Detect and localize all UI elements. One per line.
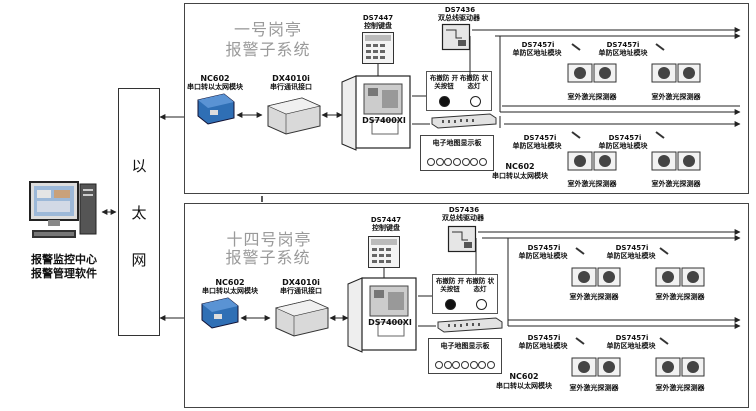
- subsystem-top-title-2: 报警子系统: [225, 40, 311, 59]
- ds7400xi-top-rack-icon: [430, 113, 498, 129]
- nc602-top-model: NC602: [200, 74, 230, 83]
- laser-detector-bottom-4-label: 室外激光探测器: [655, 384, 705, 392]
- laser-detector-top-2-label: 室外激光探测器: [651, 93, 701, 101]
- arm-switch-button-top[interactable]: [439, 96, 450, 107]
- ds7447-top-desc: 控制键盘: [364, 22, 392, 30]
- ds7400xi-bottom-rack-icon: [436, 317, 504, 333]
- ds7436-top-desc: 双总线驱动器: [438, 14, 480, 22]
- arm-status-light-top: [470, 96, 481, 107]
- module-top-2-model: DS7457i: [606, 41, 640, 49]
- nc602-bottom-desc: 串口转以太网模块: [202, 287, 258, 295]
- nc602-bottom-model: NC602: [215, 278, 245, 287]
- laser-detector-bottom-1-icon: [571, 244, 622, 288]
- laser-detector-top-1-icon: [567, 40, 618, 84]
- arm-switch-button-bottom[interactable]: [445, 299, 456, 310]
- ds7436-top-model: DS7436: [444, 6, 476, 14]
- module-bottom-3-model: DS7457i: [527, 334, 561, 342]
- laser-detector-bottom-1-label: 室外激光探测器: [569, 293, 619, 301]
- dx4010i-bottom-desc: 串行通讯接口: [280, 287, 322, 295]
- dx4010i-bottom-device-icon: [272, 296, 330, 338]
- ds7447-top-keypad-icon: [362, 32, 394, 64]
- laser-detector-bottom-3-label: 室外激光探测器: [569, 384, 619, 392]
- ds7447-bottom-keypad-icon: [368, 236, 400, 268]
- module-top-1-desc: 单防区地址模块: [512, 49, 562, 57]
- subsystem-bottom-title-1: 十四号岗亭: [226, 230, 312, 249]
- ds7436-bottom-device-icon: [447, 225, 477, 253]
- ds7400xi-top-cabinet-icon: [341, 75, 412, 151]
- dx4010i-top-desc: 串行通讯接口: [270, 83, 312, 91]
- module-bottom-3-desc: 单防区地址模块: [518, 342, 568, 350]
- map-display-top-label: 电子地图显示板: [432, 139, 482, 147]
- center-label-line1: 报警监控中心: [31, 253, 97, 266]
- laser-detector-bottom-3-icon: [571, 334, 622, 378]
- arm-panel-top-btn1-label: 布撤防 开关按钮: [429, 74, 459, 90]
- nc602-top-bottom-model: NC602: [505, 162, 535, 171]
- arm-panel-bottom-btn1-label: 布撤防 开关按钮: [435, 277, 465, 293]
- nc602-top-bottom-desc: 串口转以太网模块: [492, 172, 548, 180]
- module-top-4-desc: 单防区地址模块: [598, 142, 648, 150]
- ethernet-char-3: 网: [131, 250, 147, 269]
- module-bottom-2-model: DS7457i: [615, 244, 649, 252]
- laser-detector-bottom-4-icon: [655, 334, 706, 378]
- ds7400xi-bottom-cabinet-icon: [347, 277, 418, 353]
- dx4010i-bottom-model: DX4010i: [282, 278, 320, 287]
- nc602-bottom-bottom-model: NC602: [509, 372, 539, 381]
- laser-detector-top-2-icon: [651, 40, 702, 84]
- nc602-bottom-bottom-desc: 串口转以太网模块: [496, 382, 552, 390]
- laser-detector-top-1-label: 室外激光探测器: [567, 93, 617, 101]
- module-bottom-1-model: DS7457i: [527, 244, 561, 252]
- module-bottom-1-desc: 单防区地址模块: [518, 252, 568, 260]
- dx4010i-top-model: DX4010i: [272, 74, 310, 83]
- nc602-top-desc: 串口转以太网模块: [187, 83, 243, 91]
- ethernet-char-1: 以: [131, 156, 147, 175]
- ds7400xi-bottom-model: DS7400XI: [368, 318, 412, 327]
- module-top-3-desc: 单防区地址模块: [512, 142, 562, 150]
- ethernet-char-2: 太: [131, 203, 147, 222]
- module-bottom-4-desc: 单防区地址模块: [606, 342, 656, 350]
- laser-detector-top-4-icon: [651, 128, 702, 172]
- subsystem-top-title-1: 一号岗亭: [233, 20, 302, 39]
- module-bottom-2-desc: 单防区地址模块: [606, 252, 656, 260]
- center-label-line2: 报警管理软件: [31, 267, 97, 280]
- map-display-bottom-label: 电子地图显示板: [440, 342, 490, 350]
- map-display-bottom: 电子地图显示板: [428, 338, 502, 374]
- dx4010i-top-device-icon: [264, 94, 322, 136]
- monitoring-pc-icon: [28, 180, 100, 250]
- ds7436-bottom-model: DS7436: [448, 206, 480, 214]
- module-top-3-model: DS7457i: [523, 134, 557, 142]
- ds7447-bottom-desc: 控制键盘: [372, 224, 400, 232]
- laser-detector-bottom-2-icon: [655, 244, 706, 288]
- map-display-top: 电子地图显示板: [420, 135, 494, 171]
- nc602-bottom-device-icon: [200, 296, 240, 330]
- arm-panel-top-btn2-label: 布撤防 状态灯: [459, 74, 489, 90]
- module-bottom-4-model: DS7457i: [615, 334, 649, 342]
- laser-detector-top-3-label: 室外激光探测器: [567, 180, 617, 188]
- ds7400xi-top-model: DS7400XI: [362, 116, 406, 125]
- laser-detector-bottom-2-label: 室外激光探测器: [655, 293, 705, 301]
- ds7436-bottom-desc: 双总线驱动器: [442, 214, 484, 222]
- module-top-4-model: DS7457i: [608, 134, 642, 142]
- arm-panel-top: 布撤防 开关按钮 布撤防 状态灯: [426, 71, 492, 111]
- arm-status-light-bottom: [476, 299, 487, 310]
- module-top-1-model: DS7457i: [521, 41, 555, 49]
- laser-detector-top-4-label: 室外激光探测器: [651, 180, 701, 188]
- ds7447-top-model: DS7447: [362, 14, 394, 22]
- module-top-2-desc: 单防区地址模块: [598, 49, 648, 57]
- nc602-top-device-icon: [196, 92, 236, 126]
- ds7436-top-device-icon: [441, 23, 471, 51]
- ds7447-bottom-model: DS7447: [370, 216, 402, 224]
- laser-detector-top-3-icon: [567, 128, 618, 172]
- subsystem-bottom-title-2: 报警子系统: [225, 248, 311, 267]
- arm-panel-bottom: 布撤防 开关按钮 布撤防 状态灯: [432, 274, 498, 314]
- arm-panel-bottom-btn2-label: 布撤防 状态灯: [465, 277, 495, 293]
- ethernet-box: 以 太 网: [118, 88, 160, 336]
